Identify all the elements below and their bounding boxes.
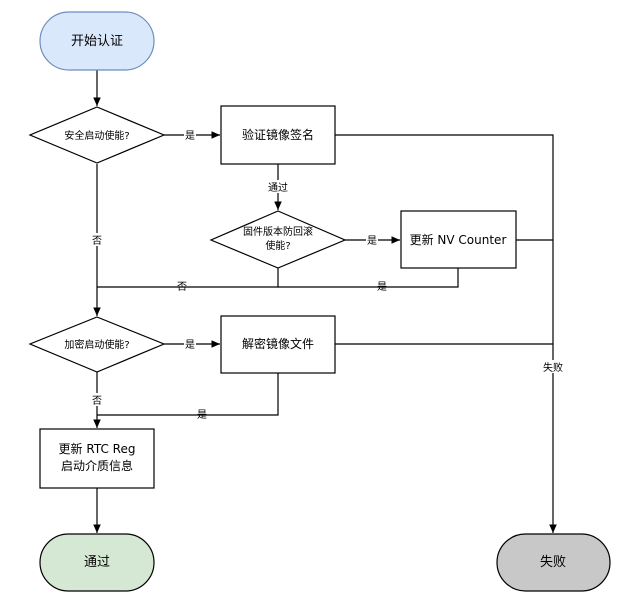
rollback-decision: 固件版本防回滚 使能? bbox=[209, 210, 347, 269]
label-failed: 失败 bbox=[543, 361, 563, 374]
edge-decrypt-merge bbox=[97, 373, 279, 416]
update-rtc-label-2: 启动介质信息 bbox=[61, 458, 133, 473]
pass-node: 通过 bbox=[39, 533, 155, 592]
label-secure-no: 否 bbox=[92, 235, 102, 247]
update-rtc-box: 更新 RTC Reg 启动介质信息 bbox=[39, 428, 155, 489]
decrypt-image-label: 解密镜像文件 bbox=[242, 336, 314, 351]
pass-label: 通过 bbox=[84, 555, 110, 570]
update-rtc-label-1: 更新 RTC Reg bbox=[59, 441, 136, 456]
label-verify-passed: 通过 bbox=[268, 181, 288, 194]
rollback-label-2: 使能? bbox=[265, 239, 290, 252]
encrypt-label: 加密启动使能? bbox=[64, 338, 129, 351]
update-nv-counter-box: 更新 NV Counter bbox=[400, 210, 517, 269]
edge-rollback-no-merge bbox=[97, 268, 279, 288]
encrypt-decision: 加密启动使能? bbox=[28, 316, 166, 373]
label-rollback-yes: 是 bbox=[367, 235, 377, 247]
verify-signature-box: 验证镜像签名 bbox=[220, 105, 336, 165]
update-nv-label: 更新 NV Counter bbox=[410, 232, 507, 247]
label-secure-yes: 是 bbox=[185, 130, 195, 142]
label-encrypt-no: 否 bbox=[92, 395, 102, 407]
label-decrypt-yes: 是 bbox=[197, 409, 207, 421]
decrypt-image-box: 解密镜像文件 bbox=[220, 315, 336, 374]
start-node: 开始认证 bbox=[39, 11, 155, 71]
start-label: 开始认证 bbox=[71, 34, 123, 49]
edge-nv-merge bbox=[278, 268, 459, 288]
label-nv-yes: 是 bbox=[377, 281, 387, 293]
label-rollback-no: 否 bbox=[177, 281, 187, 293]
edge-verify-fail bbox=[335, 134, 557, 533]
fail-label: 失败 bbox=[540, 555, 566, 570]
fail-node: 失败 bbox=[496, 533, 611, 592]
rollback-label-1: 固件版本防回滚 bbox=[243, 225, 313, 238]
secure-boot-decision: 安全启动使能? bbox=[28, 106, 166, 164]
secure-boot-label: 安全启动使能? bbox=[64, 129, 129, 142]
verify-signature-label: 验证镜像签名 bbox=[242, 127, 314, 142]
label-encrypt-yes: 是 bbox=[185, 339, 195, 351]
